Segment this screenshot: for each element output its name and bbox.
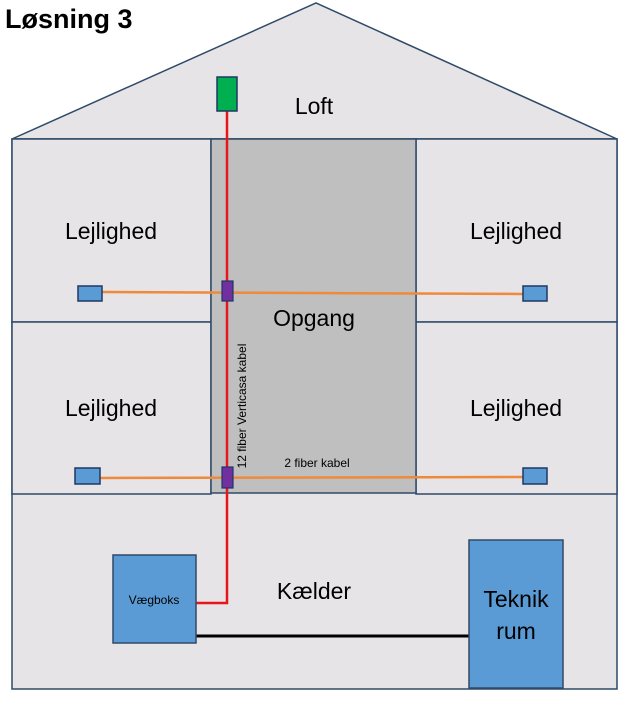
basement-label: Kælder	[277, 578, 351, 604]
drop-cable-label: 2 fiber kabel	[284, 456, 349, 470]
apartment-bottom-left	[11, 321, 212, 495]
stairwell-label: Opgang	[273, 305, 355, 331]
outlet-bottom-right	[522, 467, 548, 485]
apartment-bottom-right	[415, 321, 618, 495]
wall-box	[112, 554, 197, 644]
apartment-bottom-right-label: Lejlighed	[470, 395, 562, 421]
apartment-top-right-label: Lejlighed	[470, 218, 562, 244]
splitter-lower	[221, 466, 234, 489]
splitter-upper	[221, 280, 234, 302]
outlet-top-right	[522, 285, 548, 302]
stairwell	[210, 138, 417, 494]
attic-label: Loft	[295, 93, 334, 119]
apartment-bottom-left-label: Lejlighed	[65, 395, 157, 421]
outlet-bottom-left	[74, 467, 101, 485]
riser-cable-label: 12 fiber Verticasa kabel	[235, 344, 249, 469]
wall-box-label: Vægboks	[129, 593, 180, 607]
apartment-top-left-label: Lejlighed	[65, 218, 157, 244]
drop-cable-upper	[101, 290, 524, 296]
technical-room-label-line1: Teknik	[483, 586, 549, 612]
technical-room-label-line2: rum	[496, 618, 536, 644]
outlet-top-left	[77, 285, 103, 302]
technical-room-box	[468, 539, 564, 689]
riser-cable	[196, 111, 229, 605]
attic-box	[216, 76, 238, 112]
diagram-title: Løsning 3	[5, 4, 133, 34]
drop-cable-lower	[99, 475, 524, 480]
